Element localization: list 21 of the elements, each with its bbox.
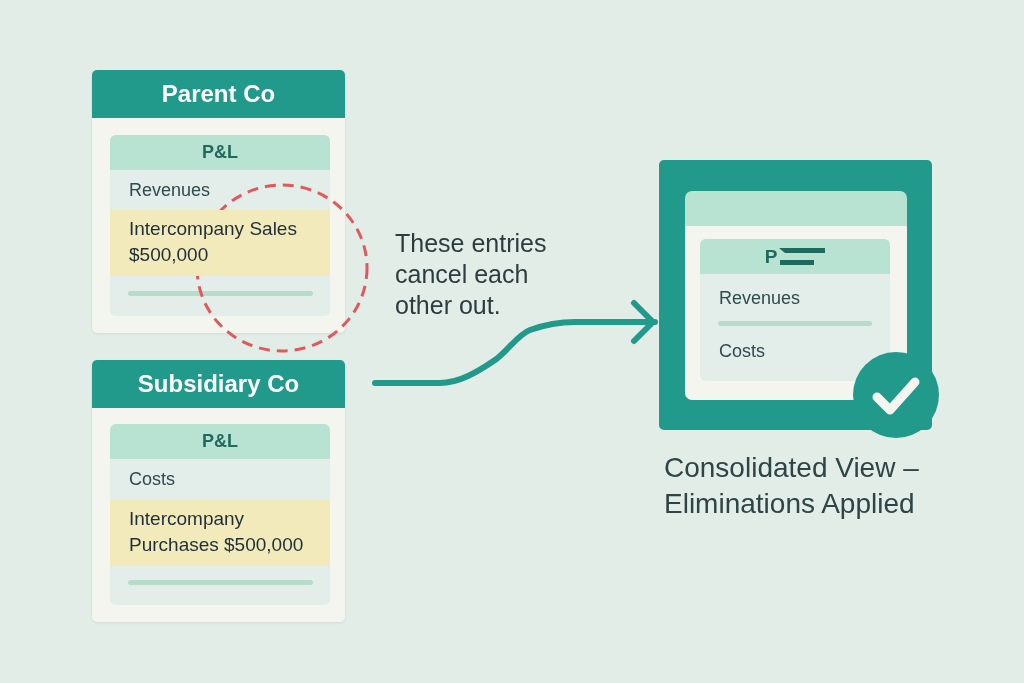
- company-card: [92, 70, 345, 333]
- row-label: Revenues: [129, 179, 211, 201]
- card-header: Parent Co: [92, 70, 345, 118]
- panel-header: P&L: [110, 424, 330, 459]
- note-text: These entries cancel each other out.: [395, 228, 548, 321]
- highlighted-row: Intercompany Sales $500,000: [110, 210, 330, 276]
- row-label: Costs: [719, 340, 765, 362]
- panel-header: P&L: [110, 135, 330, 170]
- row-label: Revenues: [719, 287, 801, 309]
- statement-panel: [700, 239, 890, 381]
- view-caption: Consolidated View – Eliminations Applied: [664, 451, 920, 521]
- statement-panel: [110, 135, 330, 316]
- row-label: Costs: [129, 468, 175, 490]
- highlighted-row: Intercompany Purchases $500,000: [110, 500, 330, 566]
- window-panel: [685, 191, 907, 400]
- consolidated-frame: [659, 160, 932, 430]
- curved-arrow: [372, 300, 658, 386]
- card-header: Subsidiary Co: [92, 360, 345, 408]
- statement-panel: [110, 424, 330, 605]
- company-card: [92, 360, 345, 622]
- panel-heading: P: [764, 245, 778, 268]
